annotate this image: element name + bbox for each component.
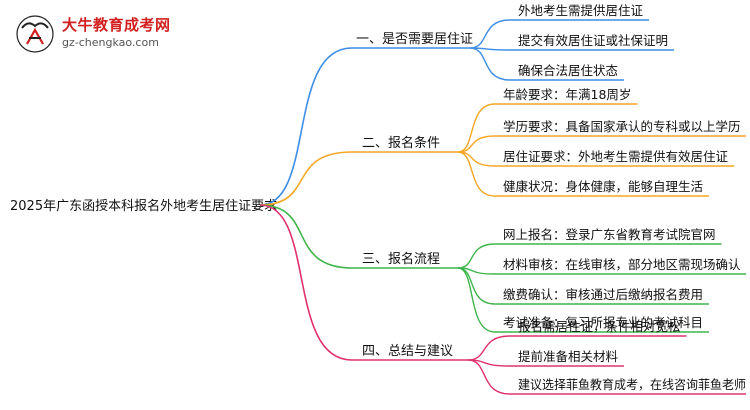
branch-connector <box>259 204 353 361</box>
leaf-connector <box>457 243 496 269</box>
leaf-label: 年龄要求：年满18周岁 <box>503 87 631 102</box>
leaf-label: 报名需居住证，条件相对宽松 <box>518 319 681 334</box>
logo-title: 大牛教育成考网 <box>62 16 171 34</box>
root-topic: 2025年广东函授本科报名外地考生居住证要求 <box>10 198 277 214</box>
leaf-connector <box>457 135 496 153</box>
leaf-label: 提交有效居住证或社保证明 <box>518 33 668 48</box>
leaf-connector <box>469 47 511 81</box>
leaf-label: 提前准备相关材料 <box>518 349 619 364</box>
leaf-label: 考试准备：复习所报专业的考试科目 <box>503 315 703 330</box>
leaf-label: 居住证要求：外地考生需提供有效居住证 <box>503 149 729 164</box>
branch-label: 一、是否需要居住证 <box>356 32 473 47</box>
branch-connector <box>259 204 353 269</box>
leaf-label: 学历要求：具备国家承认的专科或以上学历 <box>503 119 741 134</box>
branch-3: 三、报名流程 网上报名：登录广东省教育考试院官网材料审核：在线审核，部分地区需现场… <box>259 204 746 333</box>
logo-url: gz-chengkao.com <box>62 36 159 49</box>
leaf-label: 缴费确认：审核通过后缴纳报名费用 <box>503 287 703 302</box>
bull-logo-icon <box>16 15 54 53</box>
leaf-label: 健康状况：身体健康，能够自理生活 <box>503 179 703 194</box>
branch-connector <box>259 47 353 206</box>
leaf-connector <box>457 103 496 153</box>
leaf-connector <box>467 335 511 361</box>
leaf-connector <box>457 267 496 333</box>
leaf-label: 确保合法居住状态 <box>518 63 618 78</box>
branch-4: 四、总结与建议 报名需居住证，条件相对宽松提前准备相关材料建议选择菲鱼教育成考，在… <box>259 204 746 395</box>
branch-2: 二、报名条件 年龄要求：年满18周岁学历要求：具备国家承认的专科或以上学历居住证要… <box>259 87 746 206</box>
leaf-connector <box>469 19 511 49</box>
leaf-label: 外地考生需提供居住证 <box>518 3 644 18</box>
leaf-label: 建议选择菲鱼教育成考，在线咨询菲鱼老师 <box>518 377 746 392</box>
leaf-connector <box>457 151 496 197</box>
branch-label: 四、总结与建议 <box>362 344 453 359</box>
leaf-label: 材料审核：在线审核，部分地区需现场确认 <box>503 257 741 272</box>
leaf-connector <box>467 359 511 395</box>
branch-label: 二、报名条件 <box>362 135 440 151</box>
leaf-label: 网上报名：登录广东省教育考试院官网 <box>503 227 716 242</box>
branch-connector <box>259 151 353 206</box>
site-logo[interactable]: 大牛教育成考网 gz-chengkao.com <box>14 14 204 54</box>
branch-label: 三、报名流程 <box>362 251 440 267</box>
